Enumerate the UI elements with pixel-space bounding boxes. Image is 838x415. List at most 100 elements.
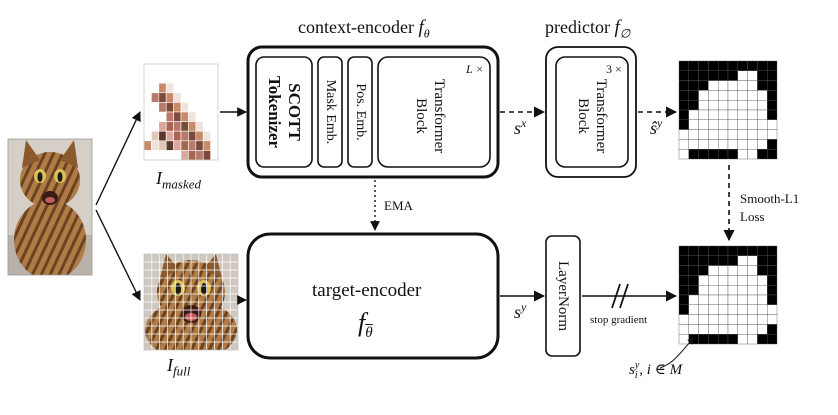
grid-cell: [747, 60, 758, 72]
masked-patch: [188, 150, 197, 160]
grid-cell: [737, 324, 748, 335]
sy-label: sy: [514, 300, 527, 322]
grid-cell: [747, 148, 758, 160]
predictor-title: predictor f∅: [545, 17, 630, 42]
grid-cell: [718, 265, 729, 276]
grid-cell: [767, 129, 778, 140]
grid-cell: [718, 245, 729, 257]
grid-cell: [737, 275, 748, 286]
grid-cell: [708, 275, 719, 286]
masked-patch: [158, 140, 167, 151]
grid-cell: [727, 314, 739, 325]
grid-cell: [708, 129, 719, 140]
grid-cell: [757, 70, 768, 81]
grid-cell: [757, 90, 768, 101]
masked-patch: [202, 150, 211, 160]
target-pointer-arrow: [659, 337, 695, 369]
grid-cell: [727, 294, 739, 306]
masked-patch: [165, 121, 174, 132]
predictor-label: predictor: [545, 17, 610, 37]
grid-cell: [747, 255, 758, 266]
grid-cell: [688, 245, 699, 257]
grid-cell: [737, 265, 748, 276]
grid-cell: [678, 60, 690, 72]
cat-photo-icon: [8, 139, 92, 275]
grid-cell: [688, 294, 699, 306]
grid-cell: [708, 109, 719, 121]
grid-cell: [727, 324, 739, 335]
grid-cell: [747, 294, 758, 306]
masked-patch: [158, 82, 167, 94]
masked-patch: [165, 111, 174, 122]
masked-patch: [188, 121, 197, 132]
grid-cell: [767, 275, 778, 286]
masked-patch: [202, 130, 211, 142]
masked-patch: [151, 92, 160, 103]
grid-cell: [688, 129, 699, 140]
grid-cell: [688, 314, 699, 325]
grid-cell: [747, 265, 758, 276]
context-encoder-sub: θ: [423, 26, 430, 41]
grid-cell: [708, 99, 719, 111]
grid-cell: [737, 285, 748, 296]
grid-cell: [708, 334, 719, 345]
grid-cell: [718, 139, 729, 150]
grid-cell: [698, 129, 709, 140]
masked-patch: [180, 150, 189, 160]
grid-cell: [767, 70, 778, 81]
grid-cell: [698, 334, 709, 345]
grid-cell: [708, 324, 719, 335]
grid-cell: [737, 60, 748, 72]
grid-cell: [718, 255, 729, 266]
masked-patch: [188, 130, 197, 142]
grid-cell: [747, 275, 758, 286]
grid-cell: [767, 265, 778, 276]
sx-label: sx: [514, 116, 527, 138]
grid-cell: [678, 139, 690, 150]
grid-cell: [737, 99, 748, 111]
masked-patch: [180, 130, 189, 142]
i-full-label: Ifull: [167, 355, 191, 379]
grid-cell: [678, 314, 690, 325]
scott-tokenizer-label: SCOTT Tokenizer: [265, 75, 304, 149]
predictor-repeat-label: 3 ×: [606, 62, 622, 76]
grid-cell: [747, 314, 758, 325]
grid-cell: [737, 304, 748, 315]
grid-cell: [718, 324, 729, 335]
grid-cell: [698, 275, 709, 286]
grid-cell: [708, 304, 719, 315]
stop-gradient-icon: [611, 283, 629, 309]
grid-cell: [708, 265, 719, 276]
masked-patch: [180, 140, 189, 151]
grid-cell: [747, 245, 758, 257]
grid-cell: [708, 80, 719, 91]
grid-cell: [678, 255, 690, 266]
full-patch-grid-icon: [144, 254, 238, 350]
masked-patch: [165, 82, 174, 94]
masked-patch: [158, 102, 167, 113]
grid-cell: [747, 304, 758, 315]
grid-cell: [737, 90, 748, 101]
grid-cell: [708, 139, 719, 150]
grid-cell: [737, 294, 748, 306]
grid-cell: [767, 285, 778, 296]
grid-cell: [678, 304, 690, 315]
grid-cell: [718, 119, 729, 130]
target-encoder-label: target-encoder: [312, 280, 422, 301]
grid-cell: [767, 99, 778, 111]
masked-patch: [144, 140, 152, 151]
grid-cell: [767, 119, 778, 130]
masked-patch: [173, 140, 182, 151]
grid-cell: [708, 314, 719, 325]
mask-emb-box: [317, 56, 343, 168]
grid-cell: [718, 90, 729, 101]
grid-cell: [747, 90, 758, 101]
grid-cell: [678, 109, 690, 121]
pos-emb-label: Pos. Emb.: [353, 83, 368, 141]
context-encoder-label: context-encoder: [298, 17, 414, 37]
grid-cell: [757, 314, 768, 325]
grid-cell: [737, 245, 748, 257]
grid-cell: [737, 334, 748, 345]
grid-cell: [688, 80, 699, 91]
